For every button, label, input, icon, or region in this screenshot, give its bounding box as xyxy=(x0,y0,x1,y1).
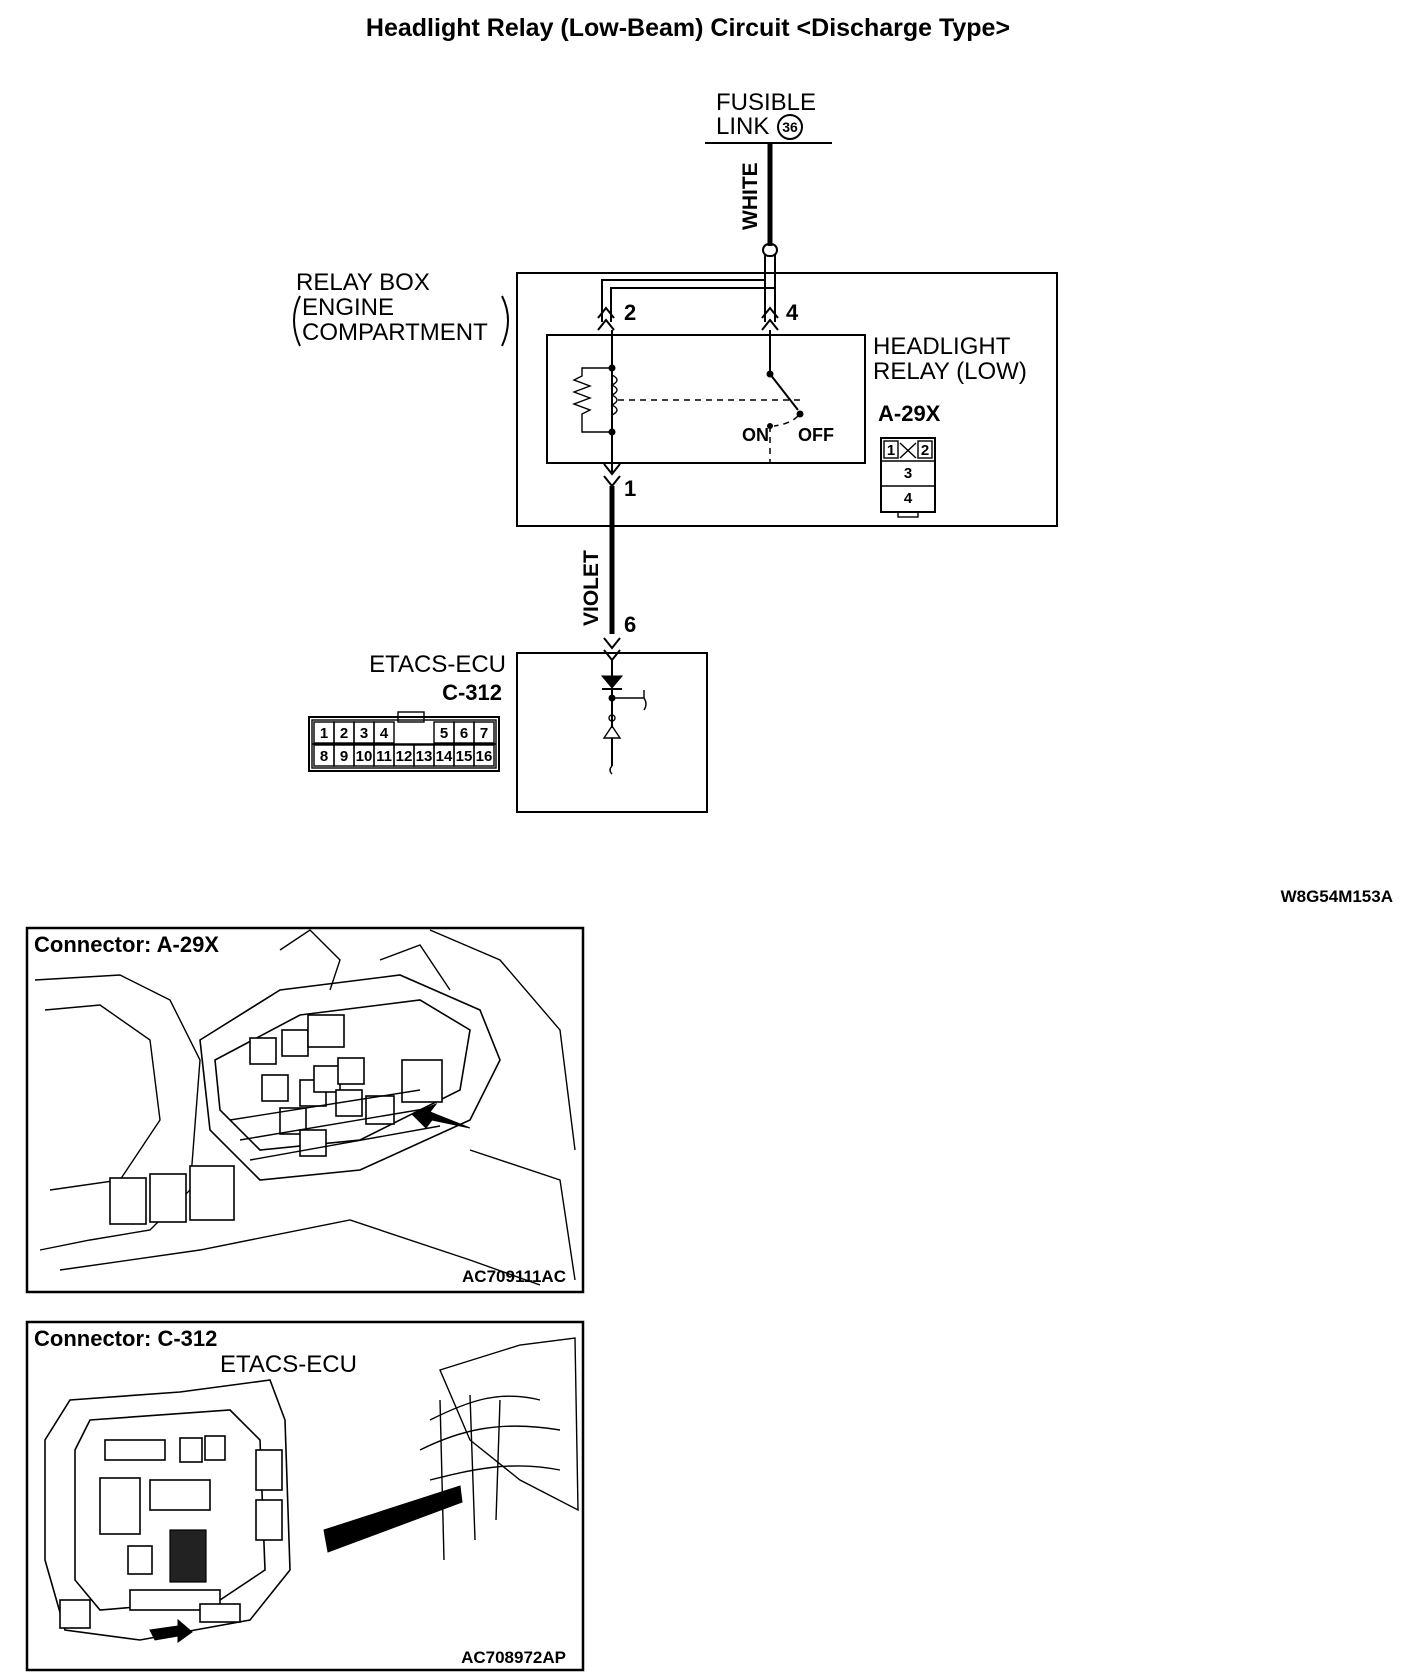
fusible-link-label-1: FUSIBLE xyxy=(716,89,816,116)
relay-box-label-1: RELAY BOX xyxy=(296,269,430,296)
fusible-link-label-2: LINK xyxy=(716,113,769,140)
page-title: Headlight Relay (Low-Beam) Circuit <Disc… xyxy=(366,14,1010,42)
photo2-code: AC708972AP xyxy=(461,1648,566,1667)
ecu-connector-cell: 13 xyxy=(416,748,433,765)
ecu-connector-cell-box xyxy=(473,721,495,744)
ecu-connector-cell: 8 xyxy=(320,748,328,765)
ecu-connector-cell: 9 xyxy=(340,748,348,765)
relay-connector-face: 1 2 3 4 xyxy=(880,437,936,518)
relay-box-paren-left xyxy=(293,295,301,347)
pin-1-label: 1 xyxy=(624,476,636,501)
pin-2-terminal: 2 xyxy=(597,300,636,331)
photo-engine-bay-illustration xyxy=(34,929,576,1286)
ecu-connector-cell-box xyxy=(373,721,395,744)
switch-off-label: OFF xyxy=(798,425,834,445)
ecu-connector-cell: 2 xyxy=(340,725,348,742)
relay-box-label-3: COMPARTMENT xyxy=(302,319,488,346)
ecu-connector-cell-box xyxy=(473,744,495,767)
pin-4-terminal: 4 xyxy=(761,300,799,331)
relay-connector-cell-3: 3 xyxy=(904,465,912,482)
ecu-connector-cell: 3 xyxy=(360,725,368,742)
ecu-connector-cell: 6 xyxy=(460,725,468,742)
ecu-connector-cell: 11 xyxy=(376,748,392,765)
fusible-link-number: 36 xyxy=(782,119,798,135)
ecu-connector-cell: 4 xyxy=(380,725,389,742)
relay-coil xyxy=(572,330,618,472)
photo2-subtitle: ETACS-ECU xyxy=(220,1351,357,1378)
relay-connector-code: A-29X xyxy=(878,401,941,426)
ecu-connector-cell: 15 xyxy=(456,748,473,765)
photo1-title: Connector: A-29X xyxy=(34,932,219,957)
white-wire-label: WHITE xyxy=(739,162,762,230)
pin-4-label: 4 xyxy=(786,300,799,325)
fusible-link: FUSIBLE LINK 36 xyxy=(705,89,832,144)
photo-ecu-illustration xyxy=(44,1337,579,1643)
photo1-code: AC709111AC xyxy=(462,1267,566,1286)
ecu-connector-cell: 5 xyxy=(440,725,448,742)
relay-label-1: HEADLIGHT xyxy=(873,333,1011,360)
relay-inner-box xyxy=(546,334,866,464)
ecu-connector-cell: 1 xyxy=(320,725,328,742)
ecu-box xyxy=(516,652,708,813)
relay-label-2: RELAY (LOW) xyxy=(873,358,1027,385)
relay-connector-cell-1: 1 xyxy=(887,442,895,459)
relay-box-label-2: ENGINE xyxy=(302,294,394,321)
switch-on-label: ON xyxy=(742,425,769,445)
ecu-connector-cell: 7 xyxy=(480,725,488,742)
photo2-title: Connector: C-312 xyxy=(34,1326,217,1351)
relay-connector-cell-2: 2 xyxy=(921,442,929,459)
diagram-code: W8G54M153A xyxy=(1281,887,1393,906)
relay-box-paren-right xyxy=(501,295,509,347)
violet-wire-label: VIOLET xyxy=(580,550,603,626)
ecu-internal-circuit xyxy=(600,660,647,775)
connector-a29x-photo: Connector: A-29X AC709111AC xyxy=(25,926,585,1294)
relay-connector-cell-4: 4 xyxy=(904,490,913,507)
ecu-connector-cell: 16 xyxy=(476,748,493,765)
ecu-connector-cell: 10 xyxy=(356,748,373,765)
ecu-connector-code: C-312 xyxy=(442,680,502,705)
connector-c312-photo: Connector: C-312 ETACS-ECU AC708972AP xyxy=(25,1320,585,1672)
pin-2-label: 2 xyxy=(624,300,636,325)
pin-6-label: 6 xyxy=(624,612,636,637)
relay-switch: ON OFF xyxy=(742,330,834,463)
splice-wires xyxy=(601,243,778,322)
ecu-connector-cell: 12 xyxy=(396,748,413,765)
pin-1-terminal: 1 xyxy=(603,463,636,501)
relay-box xyxy=(516,272,1058,527)
ecu-name: ETACS-ECU xyxy=(369,651,506,678)
fusible-link-number-circle xyxy=(777,114,803,140)
ecu-connector-cell: 14 xyxy=(436,748,453,765)
